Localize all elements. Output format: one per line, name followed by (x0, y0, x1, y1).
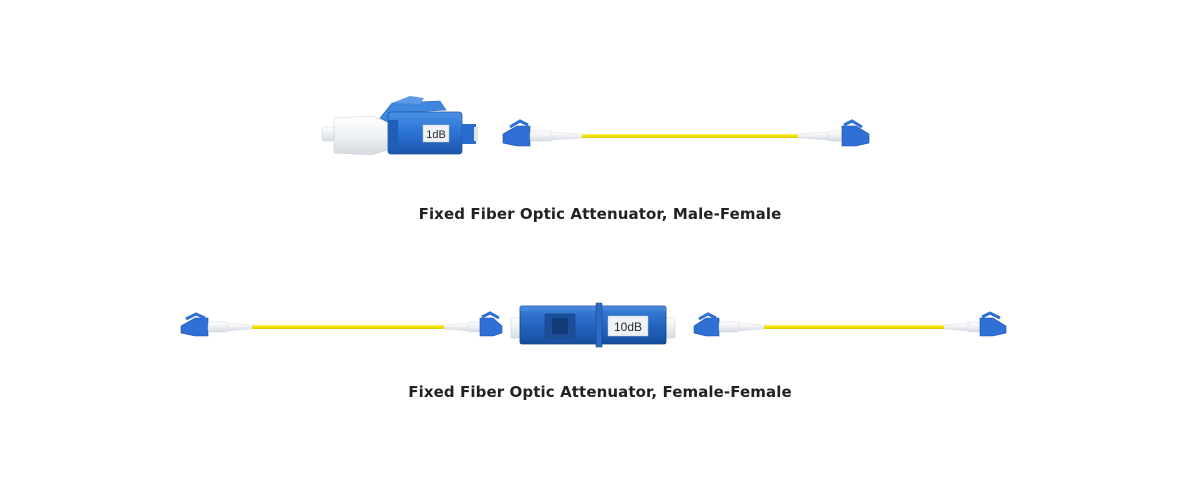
product-caption-female-female: Fixed Fiber Optic Attenuator, Female-Fem… (408, 383, 792, 401)
fiber-patch-cable-icon (502, 119, 870, 147)
fiber-patch-cable-left-icon (180, 311, 503, 337)
product-caption-male-female: Fixed Fiber Optic Attenuator, Male-Femal… (418, 205, 782, 223)
fiber-patch-cable-right-icon (693, 311, 1007, 337)
attenuator-value-label-2: 10dB (614, 320, 642, 334)
attenuator-male-female-icon: 1dB (321, 96, 478, 156)
attenuator-value-label-1: 1dB (426, 129, 446, 141)
attenuator-female-female-icon: 10dB (510, 302, 676, 348)
